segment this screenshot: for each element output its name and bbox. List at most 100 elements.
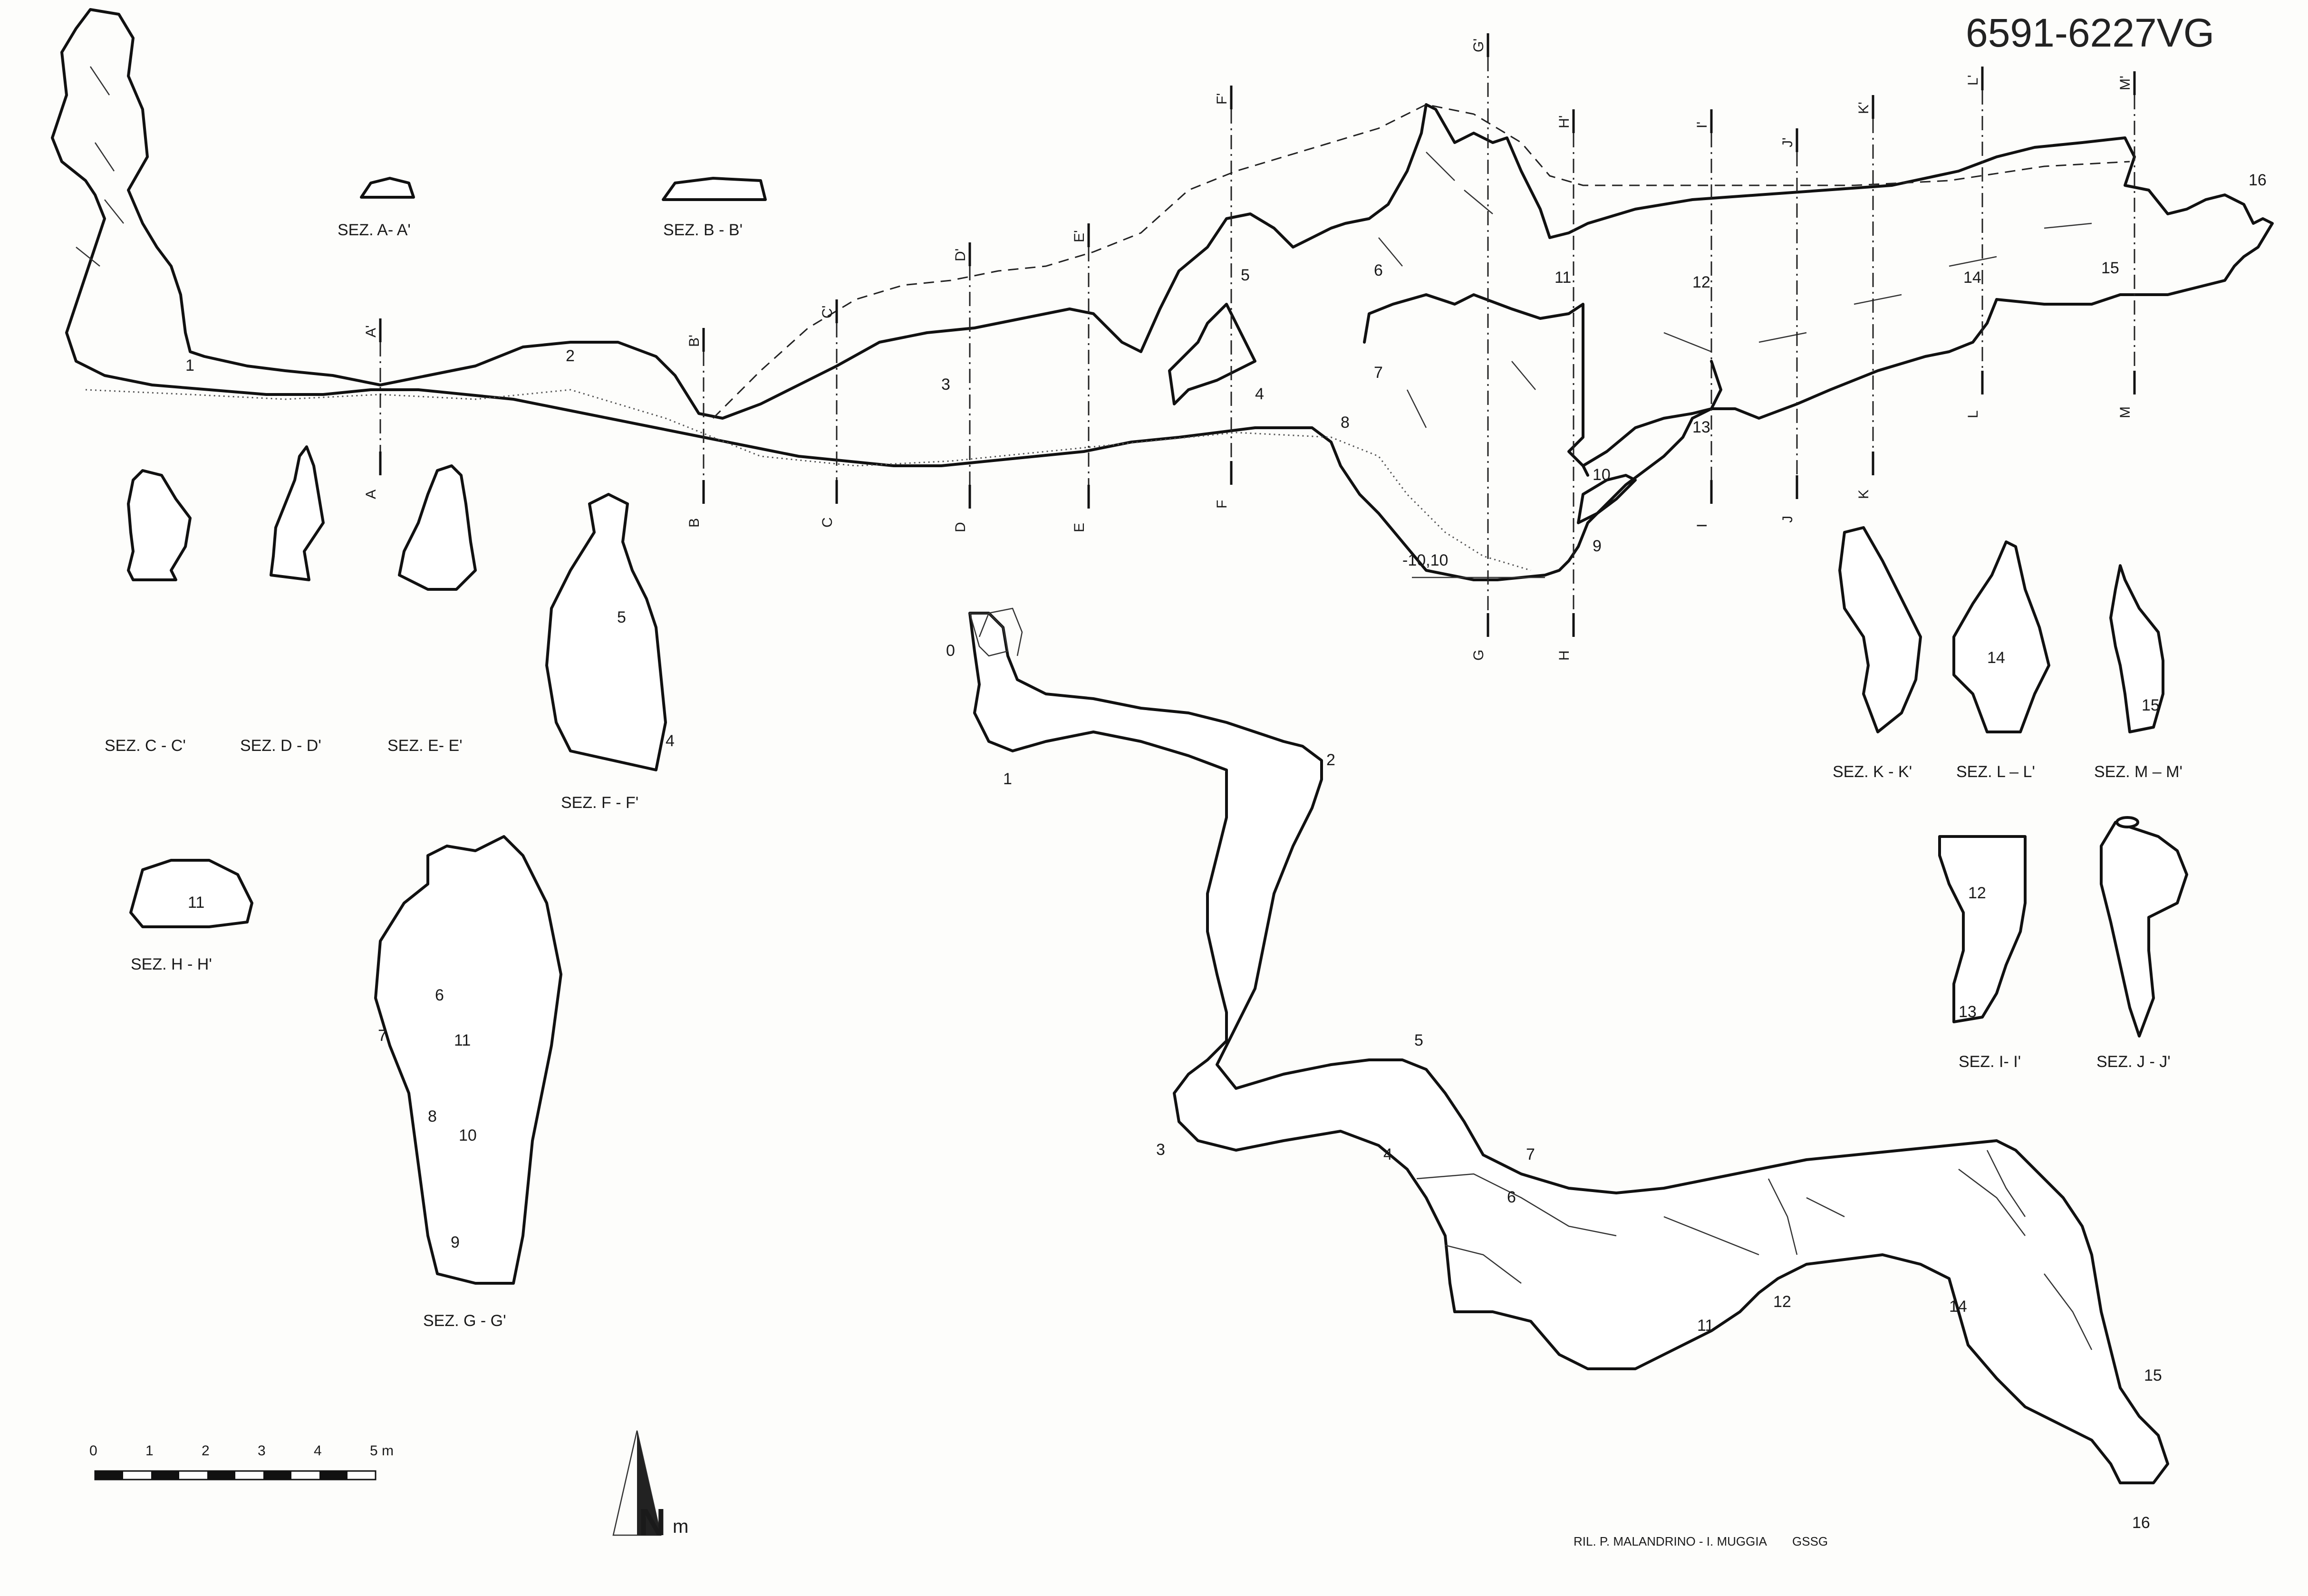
section-m-label-15: 15	[2142, 696, 2160, 714]
section-j-outline	[2100, 821, 2188, 1038]
cut-label-m-prime: M'	[2117, 76, 2133, 90]
profile-station-11: 11	[1555, 269, 1571, 287]
section-j-title: SEZ. J - J'	[2096, 1053, 2171, 1071]
profile-depth-label: -10,10	[1402, 551, 1448, 569]
section-b-outline	[662, 177, 767, 201]
profile-station-4: 4	[1255, 385, 1264, 403]
cut-label-j: J	[1780, 516, 1796, 523]
cut-label-e: E	[1072, 523, 1087, 532]
section-h-outline	[129, 859, 253, 928]
north-letter: N	[638, 1501, 666, 1543]
section-k: SEZ. K - K'	[1833, 526, 1922, 781]
section-i-label-12: 12	[1968, 884, 1986, 902]
plan-station-2: 2	[1326, 751, 1335, 769]
section-k-title: SEZ. K - K'	[1833, 763, 1912, 781]
cut-label-c-prime: C'	[820, 306, 835, 318]
plan-station-12: 12	[1773, 1293, 1791, 1311]
cut-label-l-prime: L'	[1965, 75, 1981, 86]
profile-station-8: 8	[1341, 413, 1350, 432]
profile-station-16: 16	[2249, 171, 2267, 189]
scale-seg	[95, 1471, 123, 1480]
rock-texture	[76, 66, 2092, 428]
section-m: 15 SEZ. M – M'	[2094, 564, 2182, 781]
plan-station-3: 3	[1156, 1141, 1165, 1159]
cut-label-d: D	[953, 522, 968, 532]
catalog-code: 6591-6227VG	[1966, 10, 2214, 55]
section-i-title: SEZ. I- I'	[1959, 1053, 2021, 1071]
profile-station-13: 13	[1692, 418, 1710, 436]
profile-stations: 1 2 3 4 5 6 7 8 9 10 11 12 13 14 15 16 -…	[185, 171, 2267, 569]
section-c-outline	[127, 469, 192, 581]
section-f-label-5: 5	[617, 608, 626, 626]
profile-station-14: 14	[1963, 269, 1981, 287]
section-m-outline	[2109, 564, 2164, 733]
cut-label-a: A	[363, 490, 379, 499]
plan-floor-detail	[1416, 1169, 2093, 1350]
scale-seg	[151, 1471, 179, 1480]
profile-station-2: 2	[566, 347, 575, 365]
plan-passage-outline	[968, 612, 2169, 1484]
cut-label-j-prime: J'	[1780, 137, 1796, 147]
section-j: SEZ. J - J'	[2096, 816, 2188, 1071]
plan-drop-lines	[1767, 1150, 2026, 1255]
profile-station-3: 3	[941, 375, 950, 394]
section-m-title: SEZ. M – M'	[2094, 763, 2182, 781]
plan-station-4: 4	[1383, 1145, 1392, 1163]
scale-tick-1: 1	[145, 1443, 154, 1459]
profile-station-12: 12	[1692, 273, 1710, 291]
plan-station-16: 16	[2132, 1514, 2150, 1532]
profile-boulder-4	[1168, 303, 1256, 405]
cut-label-b: B	[686, 518, 702, 528]
section-f-label-4: 4	[666, 732, 675, 750]
section-e: SEZ. E- E'	[387, 464, 477, 755]
section-c-title: SEZ. C - C'	[105, 737, 186, 755]
section-h-title: SEZ. H - H'	[131, 955, 212, 973]
profile-station-7: 7	[1374, 364, 1383, 382]
profile-station-15: 15	[2101, 259, 2119, 277]
plan-station-0: 0	[946, 642, 955, 660]
plan-view	[968, 607, 2169, 1484]
scale-tick-4: 4	[314, 1443, 322, 1459]
scale-seg	[263, 1471, 291, 1480]
section-l-outline	[1952, 540, 2050, 733]
section-d-title: SEZ. D - D'	[240, 737, 321, 755]
north-suffix: m	[673, 1516, 688, 1537]
profile-inner-chamber	[1363, 293, 1589, 477]
section-h: 11 SEZ. H - H'	[129, 859, 253, 973]
cut-label-l: L	[1965, 410, 1981, 418]
section-g-title: SEZ. G - G'	[423, 1312, 506, 1330]
plan-entrance-rim	[978, 607, 1023, 656]
section-j-top-void	[2115, 816, 2139, 828]
section-f-outline	[545, 493, 667, 771]
profile-station-5: 5	[1241, 266, 1250, 284]
section-f: 5 4 SEZ. F - F'	[545, 493, 675, 812]
cut-label-i-prime: I'	[1694, 122, 1710, 128]
cut-label-a-prime: A'	[363, 325, 379, 337]
section-a: SEZ. A- A'	[338, 177, 415, 239]
section-g-label-9: 9	[451, 1233, 460, 1251]
section-e-outline	[398, 464, 477, 591]
longitudinal-profile	[51, 8, 2274, 581]
survey-org: GSSG	[1792, 1534, 1828, 1548]
scale-tick-5: 5 m	[370, 1443, 394, 1459]
cut-label-g-prime: G'	[1471, 38, 1487, 52]
cut-label-g: G	[1471, 650, 1487, 661]
section-i-label-13: 13	[1959, 1003, 1977, 1021]
cut-label-b-prime: B'	[686, 335, 702, 347]
section-a-outline	[360, 177, 415, 199]
plan-station-6: 6	[1507, 1188, 1516, 1206]
scale-tick-0: 0	[89, 1443, 97, 1459]
plan-stations: 0 1 2 3 4 5 6 7 11 12 14 15 16	[946, 642, 2162, 1532]
plan-station-11: 11	[1697, 1317, 1714, 1335]
section-g-label-8: 8	[428, 1107, 437, 1125]
cut-label-f-prime: F'	[1214, 93, 1230, 105]
plan-station-15: 15	[2144, 1366, 2162, 1384]
cut-label-h-prime: H'	[1556, 115, 1572, 128]
scale-bar: 0 1 2 3 4 5 m	[89, 1443, 394, 1481]
section-l-title: SEZ. L – L'	[1956, 763, 2035, 781]
north-arrow-fill	[637, 1431, 661, 1535]
section-g-label-7: 7	[378, 1027, 387, 1045]
plan-station-7: 7	[1526, 1145, 1535, 1163]
